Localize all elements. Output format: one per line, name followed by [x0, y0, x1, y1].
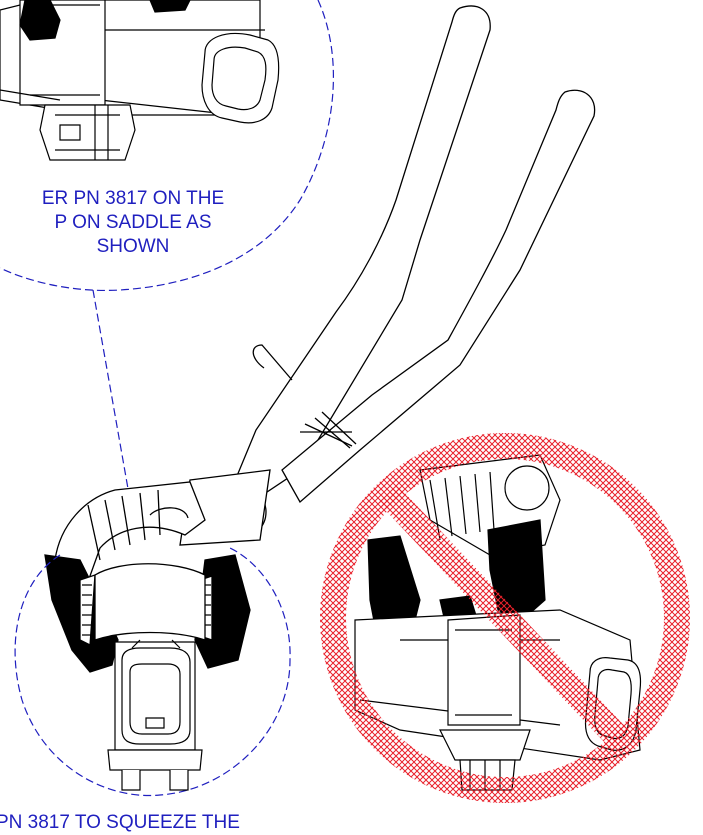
detail-circle-top	[0, 0, 335, 292]
callout-top-line-3: SHOWN	[96, 236, 170, 257]
prohibited-symbol	[320, 433, 690, 803]
connector-end-view	[107, 639, 203, 791]
callout-text-bottom: E PN 3817 TO SQUEEZE THE	[0, 811, 538, 835]
leader-line	[92, 289, 131, 501]
pliers-pn-3817	[44, 5, 596, 673]
tube-top-detail	[0, 0, 280, 161]
detail-circle-bottom	[14, 547, 291, 797]
callout-text-top: ER PN 3817 ON THE P ON SADDLE AS SHOWN	[0, 187, 278, 259]
callout-top-line-1: ER PN 3817 ON THE	[41, 188, 225, 209]
callout-bottom-line-1: E PN 3817 TO SQUEEZE THE	[0, 812, 240, 833]
callout-top-line-2: P ON SADDLE AS	[54, 212, 212, 233]
